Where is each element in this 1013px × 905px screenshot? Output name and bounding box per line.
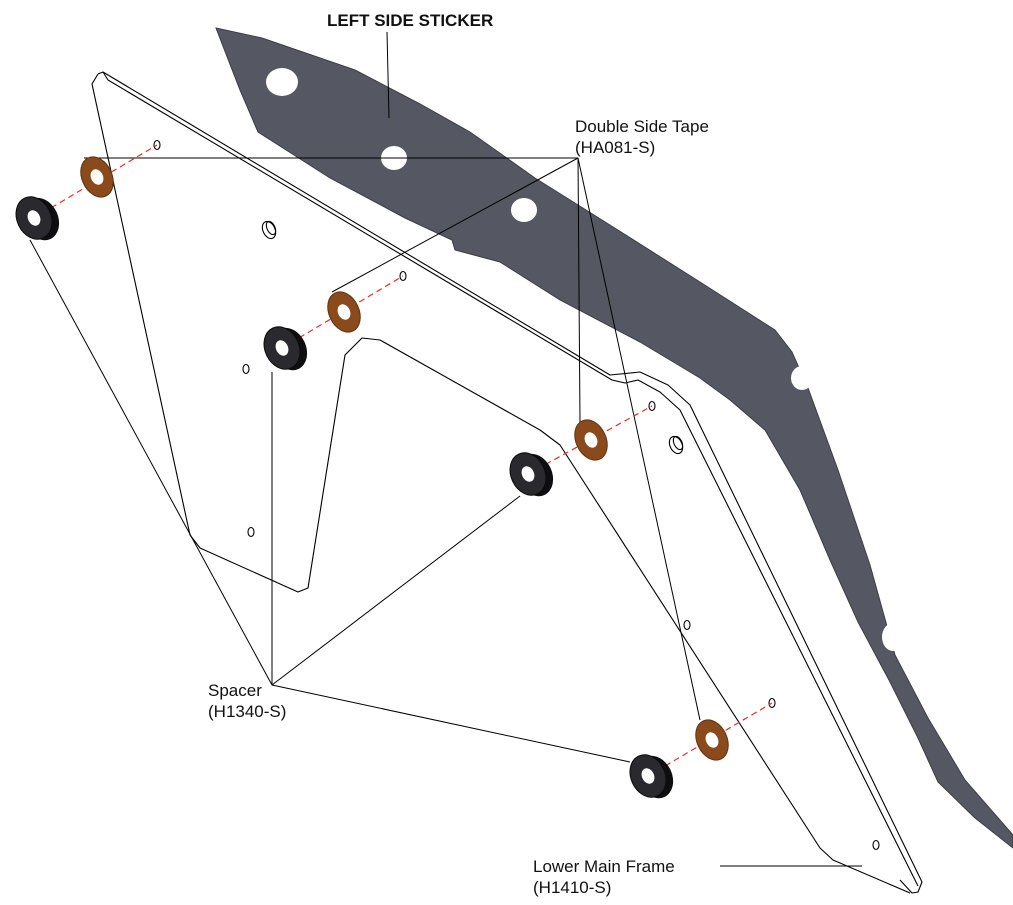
double-side-tape-pieces	[80, 156, 729, 761]
tape-label: Double Side Tape (HA081-S)	[575, 116, 709, 158]
frame-label-part: (H1410-S)	[533, 878, 612, 897]
spacer-label-part: (H1340-S)	[208, 702, 287, 721]
spacer-ring	[509, 452, 554, 497]
frame-label-name: Lower Main Frame	[533, 857, 675, 876]
spacer-ring	[15, 196, 60, 241]
tape-washer	[80, 156, 114, 198]
spacer-pieces	[15, 196, 674, 799]
frame-label: Lower Main Frame (H1410-S)	[533, 856, 675, 898]
sticker-label: LEFT SIDE STICKER	[327, 10, 493, 31]
spacer-label: Spacer (H1340-S)	[208, 680, 286, 722]
tape-washer	[574, 419, 608, 461]
assembly-axes	[33, 144, 773, 777]
tape-label-part: (HA081-S)	[575, 138, 656, 157]
tape-washer	[695, 719, 729, 761]
spacer-ring	[263, 326, 308, 371]
left-side-sticker	[215, 27, 1013, 849]
spacer-ring	[629, 754, 674, 799]
tape-label-name: Double Side Tape	[575, 117, 709, 136]
sticker-notches	[266, 68, 1011, 790]
tape-washer	[327, 291, 361, 333]
leader-lines	[29, 31, 862, 867]
sticker-label-title: LEFT SIDE STICKER	[327, 11, 494, 30]
spacer-label-name: Spacer	[208, 681, 262, 700]
